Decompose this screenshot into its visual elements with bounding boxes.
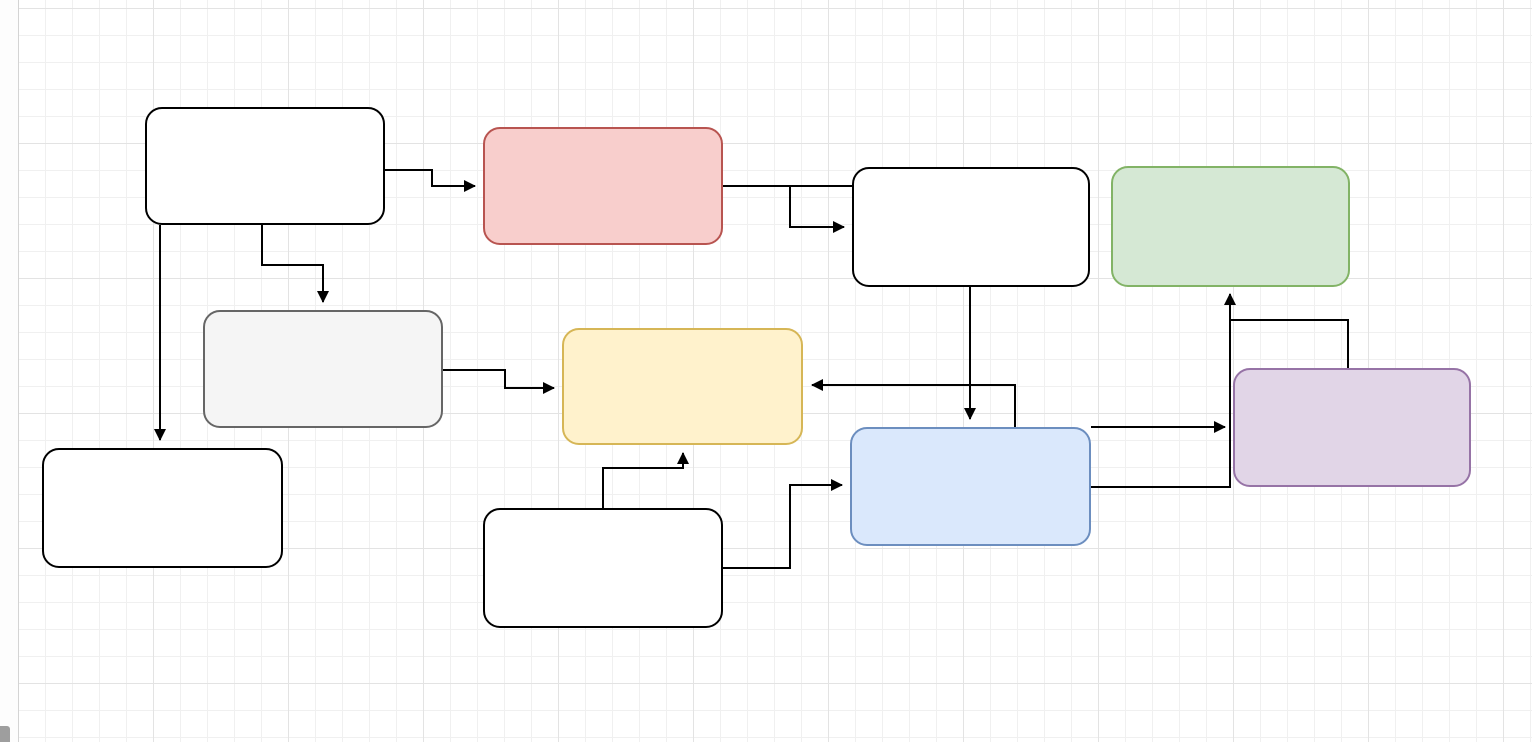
node-purple[interactable] — [1233, 368, 1471, 487]
edge-purple-to-junction[interactable] — [1230, 319, 1349, 368]
scrollbar-thumb[interactable] — [0, 726, 10, 742]
edge-gray-to-yellow[interactable] — [443, 369, 555, 394]
page-edge-divider — [0, 0, 19, 742]
edge-red-to-white2[interactable] — [723, 185, 845, 233]
node-gray[interactable] — [203, 310, 443, 428]
edge-white4-to-yellow[interactable] — [602, 452, 689, 508]
node-white-4[interactable] — [483, 508, 723, 628]
node-red[interactable] — [483, 127, 723, 245]
node-white-3[interactable] — [42, 448, 283, 568]
node-blue[interactable] — [850, 427, 1091, 546]
node-yellow[interactable] — [562, 328, 803, 445]
edge-white4-to-blue[interactable] — [723, 479, 843, 569]
node-white-1[interactable] — [145, 107, 385, 225]
node-white-2[interactable] — [852, 167, 1090, 287]
edge-white1-to-red[interactable] — [385, 169, 476, 192]
edge-blue-to-yellow[interactable] — [811, 379, 1016, 427]
node-green[interactable] — [1111, 166, 1350, 287]
edge-blue-to-green[interactable] — [1091, 293, 1236, 488]
edge-white1-to-gray[interactable] — [261, 225, 329, 303]
